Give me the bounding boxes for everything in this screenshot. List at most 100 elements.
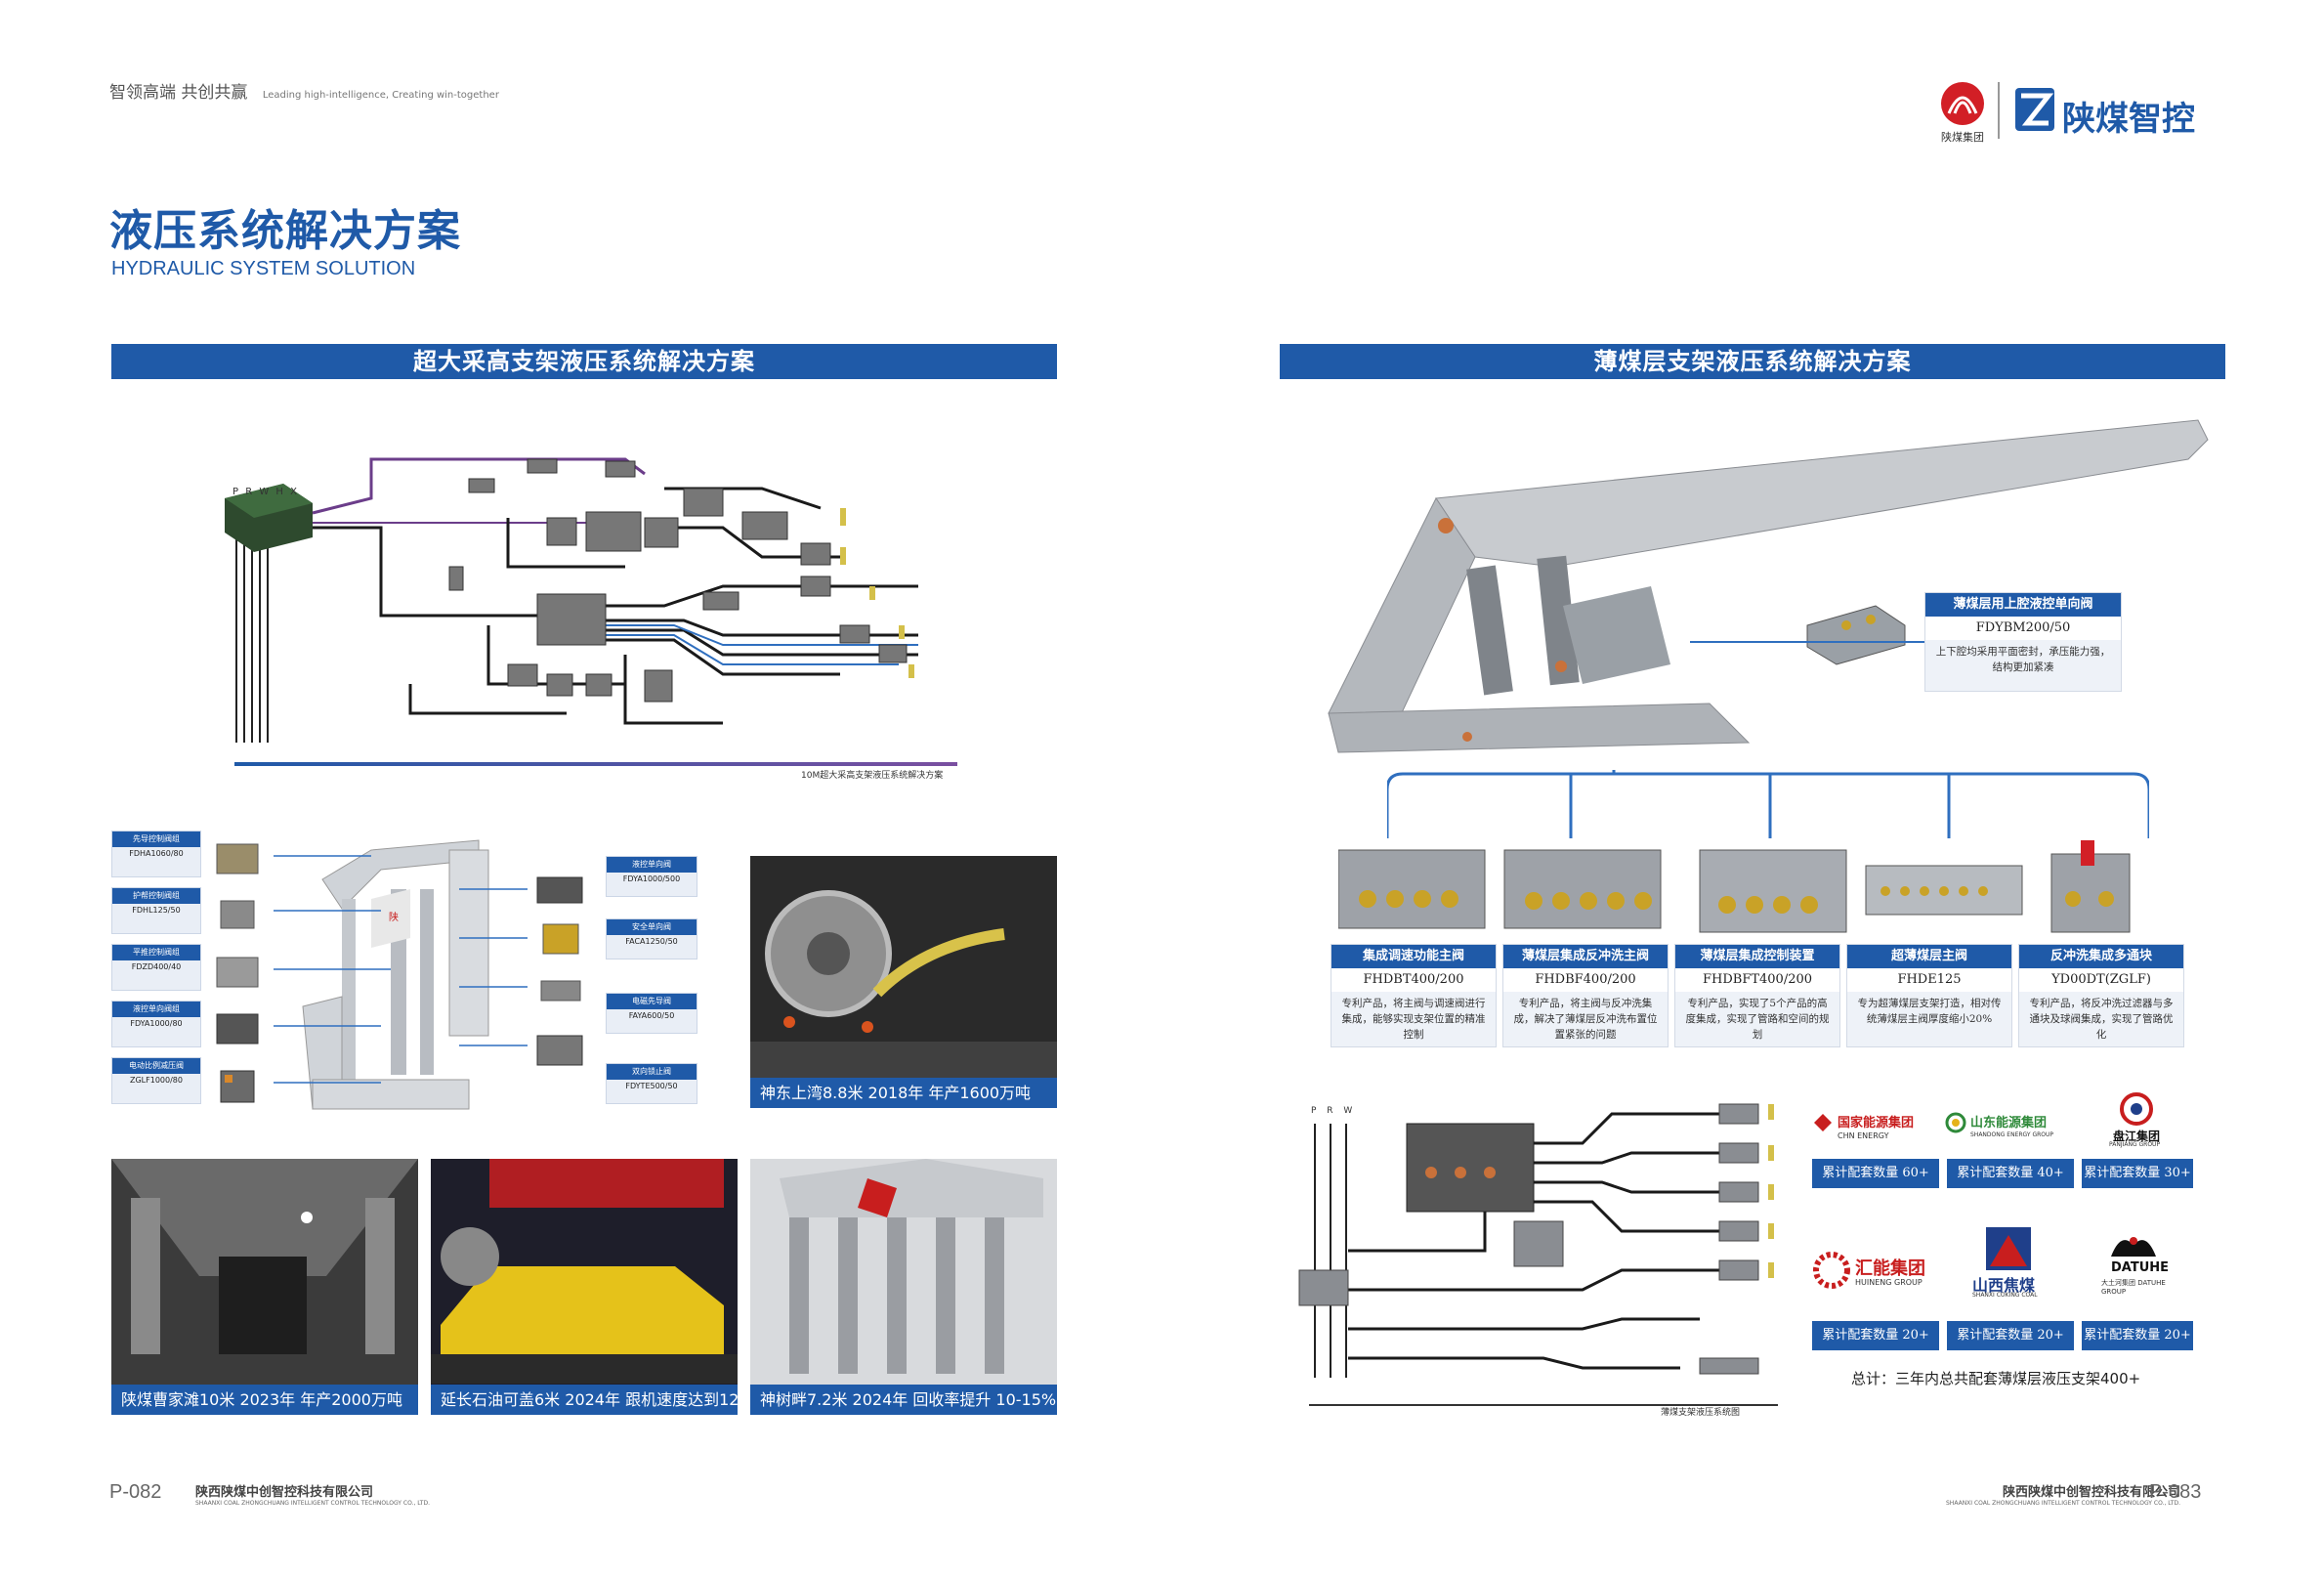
valve-thumbnails-icon xyxy=(216,843,259,1103)
spec-card-model: FDYA1000/500 xyxy=(622,874,681,883)
page-number-left: P-082 xyxy=(109,1481,162,1503)
spec-card: 电动比例减压阀 ZGLF1000/80 xyxy=(111,1057,201,1104)
right-spec-column: 液控单向阀 FDYA1000/500 安全单向阀 FACA1250/50 电磁先… xyxy=(606,856,697,1120)
group-logo-text: 陕煤集团 xyxy=(1941,131,1984,144)
customer-name-en: 大土河集团 DATUHE GROUP xyxy=(2101,1279,2166,1296)
callout-valve-image xyxy=(1797,596,1915,668)
product-connector-lines-icon xyxy=(1387,770,2149,838)
callout-desc: 上下腔均采用平面密封，承压能力强，结构更加紧凑 xyxy=(1935,646,2111,673)
photo-caption: 陕煤曹家滩10米 2023年 年产2000万吨 xyxy=(111,1385,418,1415)
spec-card: 液控单向阀 FDYA1000/500 xyxy=(606,856,697,897)
spec-card: 平推控制阀组 FDZD400/40 xyxy=(111,944,201,991)
footer-company-zh: 陕西陕煤中创智控科技有限公司 xyxy=(2002,1485,2180,1500)
product-images xyxy=(1337,840,2198,938)
hydraulic-schematic-icon xyxy=(1298,1103,1778,1406)
brand-logo-text: 陕煤智控 xyxy=(2062,100,2195,139)
mine-photo-icon xyxy=(431,1159,738,1415)
product-title: 薄煤层集成控制装置 xyxy=(1675,945,1839,968)
leader-lines-icon xyxy=(274,855,528,1084)
photo-card: 延长石油可盖6米 2024年 跟机速度达到12m/min xyxy=(431,1159,738,1415)
valve-products-icon xyxy=(1337,840,2131,933)
customer-logo: 山西焦煤 SHANXI COKING COAL xyxy=(1959,1227,2066,1300)
valve-thumbnails-icon xyxy=(536,876,583,1066)
spec-card-model: FDZD400/40 xyxy=(131,962,182,971)
product-title: 超薄煤层主阀 xyxy=(1847,945,2011,968)
product-desc: 专为超薄煤层支架打造，相对传统薄煤层主阀厚度缩小20% xyxy=(1857,998,2002,1025)
mine-photo-icon xyxy=(111,1159,418,1415)
photo-card: 神东上湾8.8米 2018年 年产1600万吨 xyxy=(750,856,1057,1108)
spec-card: 护帮控制阀组 FDHL125/50 xyxy=(111,887,201,934)
shandong-energy-icon xyxy=(1945,1112,1966,1133)
spec-card-title: 平推控制阀组 xyxy=(112,945,200,960)
photo-caption: 延长石油可盖6米 2024年 跟机速度达到12m/min xyxy=(431,1385,738,1415)
customer-count: 累计配套数量 30+ xyxy=(2082,1159,2193,1188)
product-model: FHDE125 xyxy=(1847,968,2011,992)
customer-name: 国家能源集团 xyxy=(1838,1116,1915,1130)
customer-count: 累计配套数量 20+ xyxy=(1947,1321,2074,1350)
check-valve-icon xyxy=(1806,605,1906,665)
spec-card-title: 液控单向阀组 xyxy=(112,1002,200,1017)
photo-caption: 神树畔7.2米 2024年 回收率提升 10-15% xyxy=(750,1385,1057,1415)
spec-card-title: 安全单向阀 xyxy=(607,919,697,935)
customer-count: 累计配套数量 60+ xyxy=(1812,1159,1939,1188)
product-spec-card: 集成调速功能主阀 FHDBT400/200 专利产品，将主阀与调速阀进行集成，能… xyxy=(1331,944,1497,1047)
product-desc: 专利产品，将主阀与调速阀进行集成，能够实现支架位置的精准控制 xyxy=(1341,998,1486,1041)
customer-logo: 汇能集团 HUINENG GROUP xyxy=(1812,1245,1939,1296)
chn-energy-icon xyxy=(1814,1114,1832,1131)
customer-count: 累计配套数量 20+ xyxy=(2082,1321,2193,1350)
slogan-en: Leading high-intelligence, Creating win-… xyxy=(262,90,499,101)
customer-total: 总计：三年内总共配套薄煤层液压支架400+ xyxy=(1851,1370,2141,1387)
product-spec-card: 反冲洗集成多通块 YD00DT(ZGLF) 专利产品，将反冲洗过滤器与多通块及球… xyxy=(2018,944,2184,1047)
customer-name: 盘江集团 xyxy=(2113,1130,2161,1143)
hydraulic-schematic-icon xyxy=(225,457,957,766)
product-title: 薄煤层集成反冲洗主阀 xyxy=(1503,945,1668,968)
spec-card-title: 护帮控制阀组 xyxy=(112,888,200,904)
spec-card: 安全单向阀 FACA1250/50 xyxy=(606,918,697,960)
group-logo-icon xyxy=(1941,82,2054,139)
mine-photo-icon xyxy=(750,1159,1057,1415)
page-number-right: P-083 xyxy=(2149,1481,2202,1503)
spec-card-title: 电磁先导阀 xyxy=(607,994,697,1009)
page-subtitle: HYDRAULIC SYSTEM SOLUTION xyxy=(111,258,416,279)
slogan: 智领高端 共创共赢 Leading high-intelligence, Cre… xyxy=(109,78,499,103)
left-section-banner: 超大采高支架液压系统解决方案 xyxy=(111,344,1057,379)
customer-name-en: PANJIANG GROUP xyxy=(2109,1141,2161,1148)
customer-logo: DATUHE 大土河集团 DATUHE GROUP xyxy=(2090,1229,2187,1300)
shanxi-coking-icon xyxy=(1986,1227,2031,1270)
hydraulic-diagram-large: P R W H X 10M超大采高支架液压系统解决方案 xyxy=(215,430,957,782)
spec-card: 先导控制阀组 FDHA1060/80 xyxy=(111,831,201,877)
datuhe-icon xyxy=(2111,1237,2156,1257)
customer-name: 汇能集团 xyxy=(1855,1258,1925,1279)
thin-seam-support-illustration xyxy=(1299,410,2218,782)
customer-panel: 国家能源集团 CHN ENERGY 山东能源集团 SHANDONG ENERGY… xyxy=(1812,1092,2193,1395)
footer-company-en: SHAANXI COAL ZHONGCHUANG INTELLIGENT CON… xyxy=(1946,1500,2180,1507)
customer-name-en: CHN ENERGY xyxy=(1838,1131,1889,1140)
photo-caption: 神东上湾8.8米 2018年 年产1600万吨 xyxy=(750,1078,1057,1108)
right-section-banner: 薄煤层支架液压系统解决方案 xyxy=(1280,344,2225,379)
product-desc: 专利产品，实现了5个产品的高度集成，实现了管路和空间的规划 xyxy=(1685,998,1830,1041)
spec-card-model: FACA1250/50 xyxy=(625,937,678,946)
panjiang-icon xyxy=(2120,1092,2153,1126)
support-frame-icon: 陕 xyxy=(302,839,489,1110)
huineng-icon xyxy=(1813,1252,1850,1289)
diagram-caption-right: 薄煤支架液压系统图 xyxy=(1661,1408,1741,1418)
product-spec-card: 薄煤层集成控制装置 FHDBFT400/200 专利产品，实现了5个产品的高度集… xyxy=(1674,944,1840,1047)
customer-count: 累计配套数量 20+ xyxy=(1812,1321,1939,1350)
callout-model: FDYBM200/50 xyxy=(1925,617,2121,640)
customer-logo: 国家能源集团 CHN ENERGY xyxy=(1812,1106,1929,1149)
spec-card: 电磁先导阀 FAYA600/50 xyxy=(606,993,697,1034)
customer-logo: 山东能源集团 SHANDONG ENERGY GROUP xyxy=(1945,1106,2062,1149)
product-model: YD00DT(ZGLF) xyxy=(2019,968,2183,992)
spec-card-model: FDYA1000/80 xyxy=(130,1019,183,1028)
callout-title: 薄煤层用上腔液控单向阀 xyxy=(1925,593,2121,617)
spec-card-model: FDHL125/50 xyxy=(132,906,181,915)
spec-card: 双向锁止阀 FDYTE500/50 xyxy=(606,1063,697,1104)
customer-name: DATUHE xyxy=(2111,1260,2170,1275)
product-desc: 专利产品，将主阀与反冲洗集成，解决了薄煤层反冲洗布置位置紧张的问题 xyxy=(1513,998,1658,1041)
diagram-prw-label: P R W xyxy=(1311,1106,1357,1116)
diagram-prwhx-label: P R W H X xyxy=(232,487,299,497)
product-model: FHDBT400/200 xyxy=(1331,968,1496,992)
spec-card-title: 先导控制阀组 xyxy=(112,832,200,847)
customer-name-en: HUINENG GROUP xyxy=(1855,1278,1923,1287)
footer-company-left: 陕西陕煤中创智控科技有限公司 SHAANXI COAL ZHONGCHUANG … xyxy=(195,1481,430,1507)
